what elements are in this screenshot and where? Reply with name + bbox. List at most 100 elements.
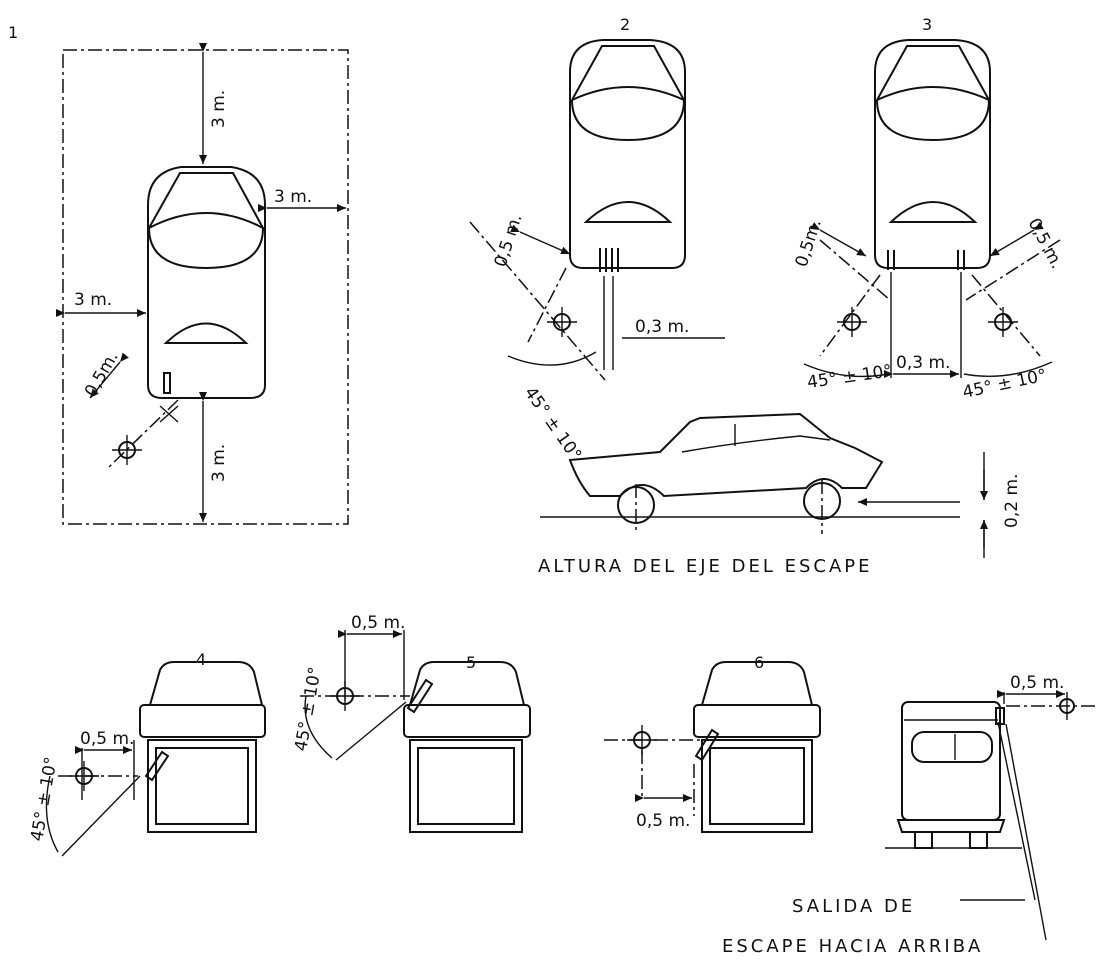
figure-6-dim [641, 750, 695, 816]
figure-3-number: 3 [922, 15, 932, 34]
figure-2: 2 0,5 m. 0,3 m. 45° ± 10° [469, 15, 725, 465]
figure-3-exhaust-pipes [887, 250, 965, 270]
figure-7-label-05: 0,5 m. [1010, 673, 1064, 693]
figure-2-probe-cross [547, 307, 577, 337]
figure-6-box [701, 739, 813, 833]
figure-2-axis-tail [527, 267, 567, 343]
side-view-car-body [568, 412, 884, 498]
figure-3: 3 0,5m. 0,5 m. 0,3 m. 45° ± 10° 45° ± 10… [792, 15, 1067, 403]
figure-4-cab [149, 661, 263, 706]
figure-1-dim-05 [89, 352, 129, 399]
figure-1-exhaust-mark [159, 405, 179, 423]
figure-5-slant [335, 701, 407, 761]
figure-5-angle-arc [304, 695, 333, 759]
side-view: 0,2 m. ALTURA DEL EJE DEL ESCAPE [538, 412, 1022, 577]
figure-3-label-angle-right: 45° ± 10° [961, 366, 1049, 403]
figure-5: 5 0,5 m. 45° ± 10° [291, 613, 531, 833]
figure-2-exhaust-pipes [599, 248, 619, 272]
figure-1-car-body [147, 166, 266, 399]
figure-6-bumper [693, 704, 821, 738]
figure-2-rear-window [583, 201, 673, 223]
figure-3-probe-axis-right [965, 239, 1061, 301]
figure-5-box [409, 739, 523, 833]
figure-2-label-03: 0,3 m. [635, 317, 689, 337]
figure-7-exhaust [995, 707, 1005, 725]
figure-6-cab [701, 661, 813, 706]
figure-7: 0,5 m. SALIDA DE ESCAPE HACIA ARRIBA [722, 673, 1098, 957]
side-view-wheel-axes [635, 480, 823, 534]
figure-3-label-03: 0,3 m. [896, 353, 950, 373]
figure-4: 4 0,5 m. 45° ± 10° [27, 650, 266, 857]
figure-6-label-05: 0,5 m. [636, 811, 690, 831]
figure-4-bumper [139, 704, 266, 738]
figure-4-probe-cross [69, 761, 99, 791]
figure-2-angle-arc [507, 351, 597, 366]
figure-1-label-right: 3 m. [274, 187, 312, 207]
figure-2-probe-axis [469, 221, 606, 381]
figure-3-dim-05-right [989, 221, 1044, 257]
figure-3-probe-right-cross [988, 307, 1018, 337]
figure-4-angle-arc [45, 775, 59, 853]
figure-3-windshield [876, 45, 991, 142]
figure-2-label-angle: 45° ± 10° [520, 383, 585, 464]
figure-3-dim-05-left [810, 222, 867, 257]
figure-4-label-05: 0,5 m. [80, 729, 134, 749]
side-view-window [681, 435, 831, 453]
figure-5-label-angle: 45° ± 10° [291, 665, 326, 753]
figure-1-windshield [148, 172, 265, 270]
figure-3-rear-window [888, 201, 978, 223]
figure-2-car-body [569, 39, 686, 269]
figure-3-arc-right [963, 361, 1053, 377]
figure-1-label-05: 0,5m. [81, 348, 123, 400]
figure-1-probe-axis [107, 399, 179, 469]
figure-6: 6 0,5 m. [604, 653, 821, 833]
figure-4-label-angle: 45° ± 10° [27, 755, 62, 843]
figure-5-bumper [403, 704, 531, 738]
figure-3-offset-lines [890, 272, 962, 378]
upward-exhaust-line-1: SALIDA DE [792, 896, 915, 917]
figure-1-probe-cross [112, 435, 142, 465]
figure-4-box [147, 739, 257, 833]
figure-4-slant [61, 775, 141, 857]
figure-5-label-05: 0,5 m. [351, 613, 405, 633]
figure-7-wheels [914, 832, 988, 849]
figure-3-label-angle-left: 45° ± 10° [806, 361, 893, 393]
figure-5-box-inner [417, 747, 515, 825]
upward-exhaust-line-2: ESCAPE HACIA ARRIBA [722, 936, 983, 957]
figure-1-boundary [62, 49, 349, 525]
figure-2-dim-05 [510, 224, 571, 255]
figure-2-label-05: 0,5 m. [491, 212, 527, 270]
figure-5-cab [409, 661, 525, 706]
figure-7-leader-lines [960, 721, 1047, 941]
figure-3-arc-left [803, 363, 889, 378]
figure-1-label-top: 3 m. [209, 90, 229, 128]
figure-3-label-05-right: 0,5 m. [1024, 215, 1067, 272]
figure-2-windshield [571, 45, 686, 142]
figure-1-label-bottom: 3 m. [209, 444, 229, 482]
figure-3-probe-axis-left [819, 239, 891, 301]
figure-4-box-inner [155, 747, 249, 825]
side-view-height-label: 0,2 m. [1002, 474, 1022, 528]
figure-3-label-05-left: 0,5m. [792, 217, 826, 270]
figure-1-label-left: 3 m. [74, 290, 112, 310]
figure-1-exhaust-pipe [163, 372, 171, 394]
figure-4-number: 4 [196, 650, 206, 669]
figure-3-probe-left-cross [837, 307, 867, 337]
side-view-caption: ALTURA DEL EJE DEL ESCAPE [538, 556, 873, 577]
figure-4-dim [81, 740, 135, 800]
figure-2-number: 2 [620, 15, 630, 34]
figure-1-number: 1 [8, 23, 18, 42]
figure-6-exhaust [694, 728, 720, 762]
figure-1-rear-window [163, 322, 249, 344]
figure-3-probe-axis-left-tail [819, 274, 881, 357]
figure-7-bus-window [911, 731, 993, 763]
figure-2-offset-lines [603, 276, 725, 370]
figure-7-bumper [896, 819, 1006, 833]
figure-5-exhaust [406, 678, 434, 714]
figure-5-probe-cross [330, 681, 360, 711]
figure-4-exhaust [144, 750, 170, 782]
figure-6-box-inner [709, 747, 805, 825]
figure-1: 1 3 m. 3 m. 3 m. 3 m. 0,5m. [8, 23, 349, 525]
figure-5-dim [344, 630, 405, 700]
